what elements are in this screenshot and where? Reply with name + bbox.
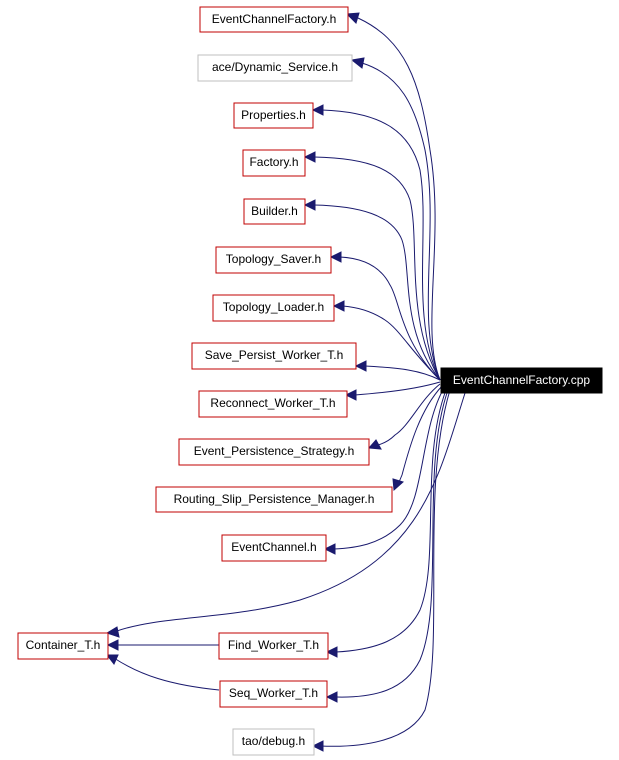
edge-root-to-topology-saver-h — [339, 256, 441, 381]
node-label: Event_Persistence_Strategy.h — [194, 444, 355, 458]
node-label: Seq_Worker_T.h — [229, 686, 318, 700]
edge-root-to-dynamic-service-h — [361, 62, 441, 381]
arrowhead-seq-worker-t-h — [325, 691, 338, 703]
edge-root-to-seq-worker-t-h — [335, 389, 449, 698]
node-topology-loader-h[interactable]: Topology_Loader.h — [212, 294, 335, 322]
node-save-persist-worker-t-h[interactable]: Save_Persist_Worker_T.h — [191, 342, 357, 370]
node-dynamic-service-h[interactable]: ace/Dynamic_Service.h — [197, 54, 353, 82]
edge-root-to-topology-loader-h — [342, 305, 441, 381]
node-root-label: EventChannelFactory.cpp — [453, 373, 591, 387]
edge-root-to-builder-h — [313, 204, 441, 381]
nodes-layer: EventChannelFactory.cpp EventChannelFact… — [17, 6, 603, 756]
edge-root-to-properties-h — [321, 109, 441, 381]
arrowhead-container-t-h-from-seq-worker — [105, 654, 119, 665]
arrowhead-eventchannelfactory-h — [345, 12, 360, 24]
node-find-worker-t-h[interactable]: Find_Worker_T.h — [218, 632, 329, 660]
arrowhead-save-persist-worker-h — [354, 360, 367, 372]
arrowhead-find-worker-t-h — [325, 646, 338, 658]
node-label: Builder.h — [251, 204, 298, 218]
node-label: tao/debug.h — [242, 734, 305, 748]
arrowheads-layer — [105, 12, 405, 752]
arrowhead-reconnect-worker-h — [344, 389, 357, 401]
arrowhead-topology-saver-h — [329, 251, 342, 263]
node-label: Topology_Saver.h — [226, 252, 321, 266]
edge-root-to-save-persist-worker-h — [364, 365, 441, 381]
edge-root-to-container-t-h — [113, 389, 467, 633]
node-eventchannel-h[interactable]: EventChannel.h — [221, 534, 327, 562]
node-event-persistence-strategy-h[interactable]: Event_Persistence_Strategy.h — [178, 438, 370, 466]
edge-root-to-eventchannel-h — [333, 387, 445, 550]
node-label: Container_T.h — [26, 638, 101, 652]
node-label: Save_Persist_Worker_T.h — [205, 348, 344, 362]
node-topology-saver-h[interactable]: Topology_Saver.h — [215, 246, 332, 274]
arrowhead-topology-loader-h — [332, 300, 345, 312]
edge-root-to-factory-h — [313, 156, 441, 381]
edge-root-to-find-worker-t-h — [335, 389, 447, 653]
arrowhead-container-t-h-from-find-worker — [106, 639, 119, 651]
node-root[interactable]: EventChannelFactory.cpp — [440, 367, 603, 394]
node-properties-h[interactable]: Properties.h — [233, 102, 314, 129]
node-eventchannelfactory-h[interactable]: EventChannelFactory.h — [199, 6, 349, 33]
edge-seq-worker-to-container-t-h — [113, 657, 220, 691]
arrowhead-builder-h — [303, 199, 316, 211]
edge-root-to-eventchannelfactory-h — [357, 17, 441, 381]
node-label: Topology_Loader.h — [223, 300, 324, 314]
arrowhead-event-persistence-strategy-h — [367, 439, 382, 450]
arrowhead-factory-h — [303, 151, 316, 163]
edges-layer — [113, 17, 467, 747]
arrowhead-properties-h — [311, 104, 324, 116]
arrowhead-container-t-h-from-root — [105, 626, 120, 638]
node-label: Find_Worker_T.h — [228, 638, 319, 652]
edge-root-to-event-persistence-strategy-h — [377, 383, 441, 446]
node-label: ace/Dynamic_Service.h — [212, 60, 338, 74]
node-label: Factory.h — [249, 155, 298, 169]
node-routing-slip-persistence-manager-h[interactable]: Routing_Slip_Persistence_Manager.h — [155, 486, 393, 513]
node-builder-h[interactable]: Builder.h — [243, 198, 306, 225]
edge-root-to-reconnect-worker-h — [354, 381, 441, 396]
node-tao-debug-h[interactable]: tao/debug.h — [232, 728, 315, 756]
arrowhead-eventchannel-h — [323, 543, 336, 555]
node-seq-worker-t-h[interactable]: Seq_Worker_T.h — [219, 680, 328, 708]
edge-root-to-tao-debug-h — [319, 389, 451, 747]
node-label: EventChannelFactory.h — [212, 12, 337, 26]
node-factory-h[interactable]: Factory.h — [242, 149, 306, 177]
arrowhead-dynamic-service-h — [350, 57, 365, 69]
node-container-t-h[interactable]: Container_T.h — [17, 632, 109, 660]
arrowhead-routing-slip-persistence-manager-h — [392, 478, 405, 492]
node-label: Reconnect_Worker_T.h — [210, 396, 335, 410]
node-label: Routing_Slip_Persistence_Manager.h — [174, 492, 375, 506]
node-label: EventChannel.h — [231, 540, 316, 554]
node-label: Properties.h — [241, 108, 306, 122]
arrowhead-tao-debug-h — [311, 740, 324, 752]
node-reconnect-worker-t-h[interactable]: Reconnect_Worker_T.h — [198, 390, 348, 418]
